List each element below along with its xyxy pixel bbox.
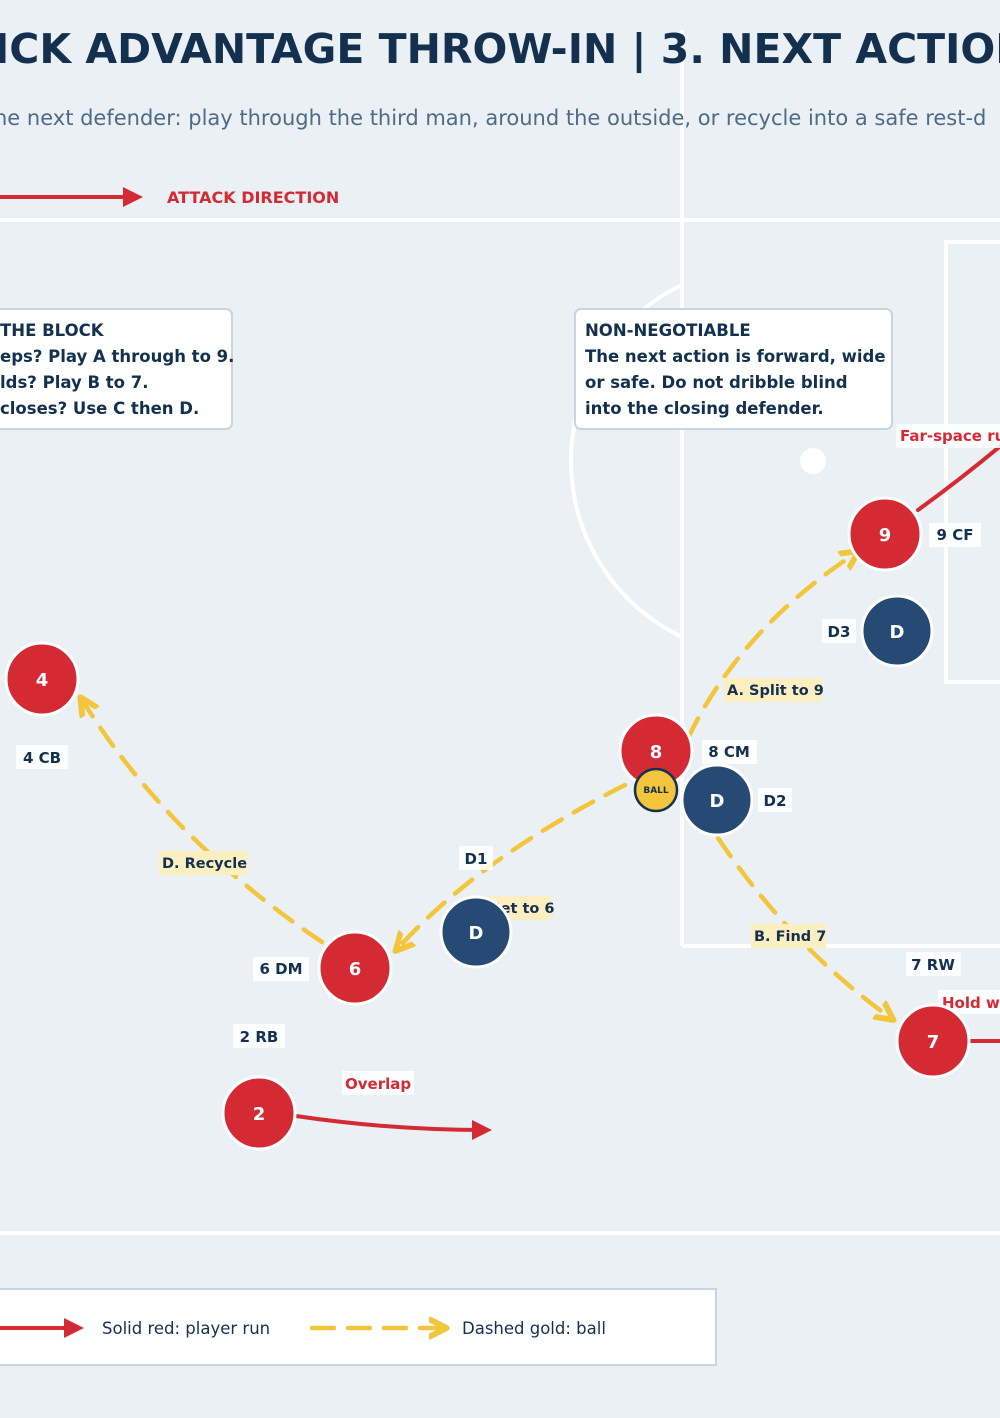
- player-4: 4: [4, 641, 80, 717]
- player-6: 6: [317, 930, 393, 1006]
- defender-d3-tag: D3: [828, 623, 851, 641]
- legend: Solid red: player run Dashed gold: ball: [0, 1288, 717, 1366]
- player-7-tag: 7 RW: [911, 956, 955, 974]
- callout-rule-line: NON-NEGOTIABLE: [585, 321, 751, 340]
- defender-d1-tag: D1: [465, 850, 488, 868]
- callout-block: THE BLOCK eps? Play A through to 9. lds?…: [0, 308, 234, 430]
- defender-d3: D: [860, 594, 934, 668]
- run-overlap-path: [294, 1114, 492, 1140]
- defender-mark: D: [469, 923, 484, 944]
- page-subtitle: he next defender: play through the third…: [0, 106, 986, 130]
- pass-d-label: D. Recycle: [162, 856, 247, 872]
- player-6-tag: 6 DM: [259, 960, 302, 978]
- player-4-tag: 4 CB: [23, 749, 61, 767]
- pass-a-label: A. Split to 9: [727, 683, 824, 699]
- callout-rule: NON-NEGOTIABLE The next action is forwar…: [574, 308, 893, 430]
- defender-mark: D: [890, 622, 905, 643]
- callout-block-line: THE BLOCK: [0, 321, 105, 340]
- penalty-spot: [800, 448, 826, 474]
- pitch-markings: [0, 30, 1000, 1235]
- callout-block-line: eps? Play A through to 9.: [0, 347, 234, 366]
- callout-block-line: closes? Use C then D.: [0, 399, 199, 418]
- callout-block-line: lds? Play B to 7.: [0, 373, 149, 392]
- player-number: 6: [349, 959, 362, 980]
- player-2: 2: [221, 1075, 297, 1151]
- callout-rule-line: into the closing defender.: [585, 399, 824, 418]
- ball-label: BALL: [643, 786, 669, 796]
- player-9-tag: 9 CF: [937, 526, 974, 544]
- player-8-tag: 8 CM: [708, 743, 750, 761]
- defender-d1: D: [439, 895, 513, 969]
- defender-d2-tag: D2: [764, 792, 787, 810]
- pass-b-label: B. Find 7: [754, 929, 826, 945]
- player-number: 7: [927, 1032, 940, 1053]
- run-far-space-label: Far-space ru: [900, 427, 1000, 445]
- run-hold-width-label: Hold w: [942, 994, 1000, 1012]
- player-9: 9: [847, 496, 923, 572]
- player-number: 8: [650, 742, 663, 763]
- defender-mark: D: [710, 791, 725, 812]
- run-far-space-path: [916, 443, 1000, 512]
- legend-ball-label: Dashed gold: ball: [462, 1319, 606, 1338]
- player-2-tag: 2 RB: [240, 1028, 279, 1046]
- pass-d-path: [84, 703, 325, 945]
- attack-direction-label: ATTACK DIRECTION: [167, 188, 339, 207]
- player-number: 4: [36, 670, 49, 691]
- callout-rule-line: The next action is forward, wide: [585, 347, 886, 366]
- defender-d2: D: [680, 763, 754, 837]
- page-title: ICK ADVANTAGE THROW-IN | 3. NEXT ACTIONS: [0, 25, 1000, 74]
- legend-run-label: Solid red: player run: [102, 1319, 270, 1338]
- pass-a-path: [685, 555, 853, 741]
- player-7: 7: [895, 1003, 971, 1079]
- callout-rule-line: or safe. Do not dribble blind: [585, 373, 848, 392]
- pass-c-path: [400, 782, 628, 946]
- player-number: 9: [879, 525, 892, 546]
- ball: BALL: [633, 767, 679, 813]
- player-number: 2: [253, 1104, 266, 1125]
- run-overlap-label: Overlap: [345, 1075, 411, 1093]
